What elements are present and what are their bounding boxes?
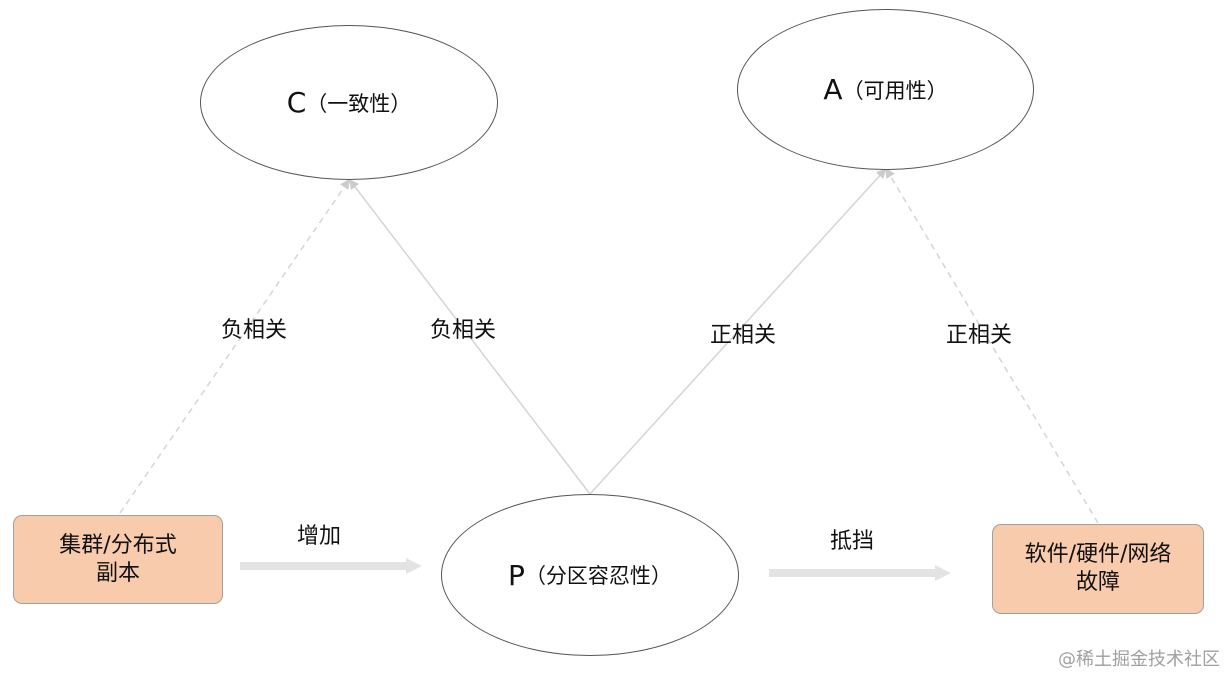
watermark: @稀土掘金技术社区	[1058, 649, 1220, 670]
edge-p-to-c	[348, 179, 591, 495]
arrow-resist-head	[935, 565, 951, 581]
edge-replica-to-c	[119, 178, 350, 514]
edge-label-replica-c: 负相关	[221, 318, 288, 343]
node-consistency-label: （一致性）	[306, 91, 412, 116]
node-availability-letter: A	[823, 73, 843, 106]
edge-label-p-c: 负相关	[430, 318, 497, 343]
node-availability: A （可用性）	[737, 9, 1034, 170]
edge-label-resist: 抵挡	[830, 529, 875, 554]
node-cluster-replica-line2: 副本	[95, 560, 140, 586]
edge-label-increase: 增加	[297, 524, 342, 549]
node-partition-tolerance: P （分区容忍性）	[441, 494, 739, 656]
node-partition-label: （分区容忍性）	[524, 564, 672, 588]
node-failure-line2: 故障	[1075, 570, 1120, 595]
node-failure-line1: 软件/硬件/网络	[1024, 542, 1172, 567]
node-availability-label: （可用性）	[842, 78, 948, 103]
edge-failure-to-a	[885, 167, 1099, 524]
node-failure: 软件/硬件/网络 故障	[992, 524, 1204, 614]
edge-label-p-a: 正相关	[710, 323, 777, 348]
node-consistency: C （一致性）	[200, 25, 498, 180]
node-consistency-letter: C	[286, 86, 307, 119]
node-partition-letter: P	[508, 558, 525, 592]
node-cluster-replica-line1: 集群/分布式	[59, 532, 177, 558]
edge-label-failure-a: 正相关	[946, 323, 1013, 348]
arrow-increase-head	[406, 558, 422, 574]
edge-p-to-a	[589, 168, 887, 495]
node-cluster-replica: 集群/分布式 副本	[13, 515, 223, 604]
